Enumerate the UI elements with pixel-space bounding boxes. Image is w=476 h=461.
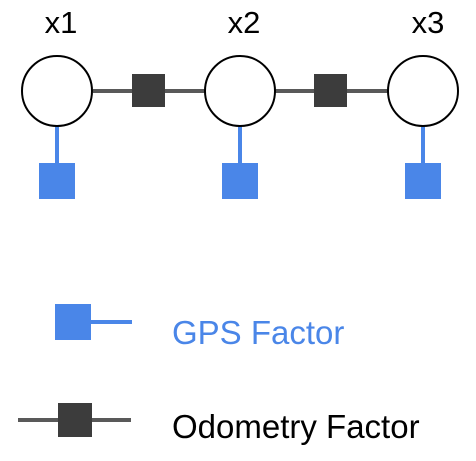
legend-odometry-label: Odometry Factor	[172, 408, 420, 445]
legend-gps-label: GPS Factor	[172, 314, 344, 351]
variable-node-x1	[21, 55, 93, 127]
variable-label-x3: x3	[412, 5, 445, 40]
variable-label-x1: x1	[45, 5, 78, 40]
gps-factor-x1	[39, 163, 75, 199]
legend-gps: GPS Factor	[55, 304, 344, 351]
variable-label-x2: x2	[228, 5, 261, 40]
odometry-factor-x2-x3	[314, 74, 347, 107]
legend-odometry-square	[58, 403, 92, 437]
legend-odometry: Odometry Factor	[18, 403, 420, 445]
odometry-factor-x1-x2	[132, 74, 165, 107]
legend-gps-square	[55, 304, 91, 340]
variable-node-x3	[387, 55, 459, 127]
gps-factor-x2	[222, 163, 258, 199]
gps-factor-x3	[405, 163, 441, 199]
variable-node-x2	[204, 55, 276, 127]
